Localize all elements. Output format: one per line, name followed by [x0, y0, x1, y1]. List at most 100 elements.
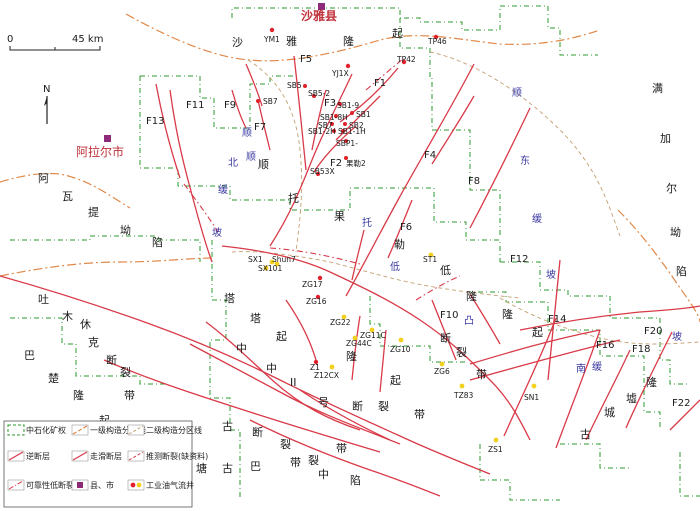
well-label: TZ83	[453, 391, 473, 400]
well-label: YJ1X	[331, 69, 349, 78]
fault-label: F2	[330, 158, 342, 169]
well-marker	[350, 111, 354, 115]
region-char: 断	[252, 425, 263, 439]
well-marker	[329, 364, 335, 370]
region-char: 缓	[592, 360, 602, 373]
region-char: 坡	[546, 268, 556, 281]
region-char: 隆	[343, 34, 354, 48]
fault-label: F12	[510, 254, 528, 265]
well-label: TP42	[396, 55, 416, 64]
region-char: 顺	[242, 127, 252, 139]
north-arrow: N	[43, 84, 50, 124]
region-char: 低	[440, 264, 451, 277]
legend-label: 逆断层	[26, 451, 50, 461]
well-marker	[428, 252, 434, 258]
region-char: 塔	[250, 312, 261, 325]
region-char: 隆	[73, 388, 84, 402]
region-char: 古	[580, 428, 591, 441]
region-char: 瓦	[62, 190, 73, 203]
fault-label: F18	[632, 344, 650, 355]
region-char: 缓	[532, 212, 542, 225]
region-char: 托	[288, 191, 299, 205]
well-label: SBP1-	[336, 139, 358, 148]
legend: 中石化矿权 一级构造分区线 二级构造分区线 逆断层 走滑断层 推测断裂(缺资料)…	[3, 420, 208, 508]
region-char: 带	[124, 389, 135, 402]
legend-label: 推测断裂(缺资料)	[146, 451, 208, 461]
well-label: Z12CX	[314, 371, 339, 380]
region-char: 隆	[346, 349, 357, 363]
legend-frame	[3, 420, 193, 508]
fault-label: F7	[254, 122, 266, 133]
region-char: 克	[88, 336, 99, 349]
city-icon	[77, 482, 83, 488]
well-label: SB1-2H	[308, 127, 336, 136]
region-char: 古	[222, 462, 233, 475]
tectonic-boundaries	[0, 13, 700, 345]
legend-label: 走滑断层	[90, 451, 122, 461]
region-char: 裂	[308, 454, 319, 467]
region-char: 古	[222, 420, 233, 433]
region-char: 休	[80, 318, 91, 331]
well-marker	[263, 265, 269, 271]
region-char: 裂	[456, 346, 467, 359]
legend-label: 中石化矿权	[26, 425, 66, 435]
well-label: SB7	[318, 121, 333, 130]
well-marker	[343, 122, 347, 126]
well-marker	[398, 337, 404, 343]
fault-label: F1	[374, 78, 386, 89]
well-marker	[341, 129, 345, 133]
region-char: 提	[88, 206, 99, 219]
fault-label: F5	[300, 54, 312, 65]
city-icon	[318, 3, 325, 10]
region-char: 沙	[232, 36, 243, 49]
region-char: 北	[228, 157, 238, 169]
well-label: SB1-9	[337, 101, 359, 110]
region-char: 陷	[350, 473, 361, 487]
region-char: 塔	[224, 292, 235, 305]
fault-label: F13	[146, 116, 164, 127]
region-char: 裂	[120, 366, 131, 379]
region-char: 坳	[120, 223, 131, 237]
region-char: 起	[392, 27, 403, 40]
region-char: 顺	[512, 87, 522, 99]
fault-label: F22	[672, 398, 690, 409]
well-marker	[369, 327, 375, 333]
region-char: 断	[440, 331, 451, 345]
region-char: 雅	[286, 34, 297, 48]
legend-label: 工业油气流井	[146, 480, 194, 490]
region-char: 低	[390, 260, 400, 273]
well-swatch	[127, 479, 145, 491]
well-marker	[315, 294, 321, 300]
scale-bar: 0 45 km	[7, 34, 103, 51]
well-marker	[345, 63, 351, 69]
region-char: 楚	[48, 371, 59, 385]
cities: 沙雅县 阿拉尔市	[76, 3, 337, 159]
region-char: 断	[352, 399, 363, 413]
lowrel-swatch	[7, 479, 25, 491]
scale-zero: 0	[7, 34, 13, 45]
city-label: 沙雅县	[301, 8, 337, 23]
well-marker	[493, 437, 499, 443]
region-char: 勒	[394, 238, 405, 251]
well-label: TP46	[427, 37, 447, 46]
well-marker	[313, 359, 319, 365]
region-labels: 沙 雅 隆 起 阿 瓦 提 坳 陷 巴 楚 隆 起 满 加 尔 坳 陷 古 城 …	[24, 27, 687, 487]
well-label: SB5-2	[308, 89, 330, 98]
well-marker	[401, 59, 407, 65]
fault-label: F10	[440, 310, 458, 321]
wells: YM1 TP46 TP42 YJ1X SB5 SB5-2 SB7 SB1-9 S…	[248, 27, 539, 454]
fault-label: F8	[468, 176, 480, 187]
well-marker	[459, 383, 465, 389]
north-label: N	[43, 84, 50, 95]
boundary2-swatch	[127, 424, 145, 436]
region-char: 带	[414, 408, 425, 421]
region-char: 起	[276, 330, 287, 343]
region-char: 号	[318, 396, 329, 409]
fault-label: F11	[186, 100, 204, 111]
region-char: 巴	[250, 460, 261, 473]
region-char: 坡	[212, 226, 222, 239]
region-labels-blue: 顺 北 缓 坡 顺 东 缓 坡 顺 托 低 凸 南 缓 坡	[212, 87, 682, 375]
region-char: 托	[362, 216, 372, 229]
well-marker	[312, 94, 316, 98]
